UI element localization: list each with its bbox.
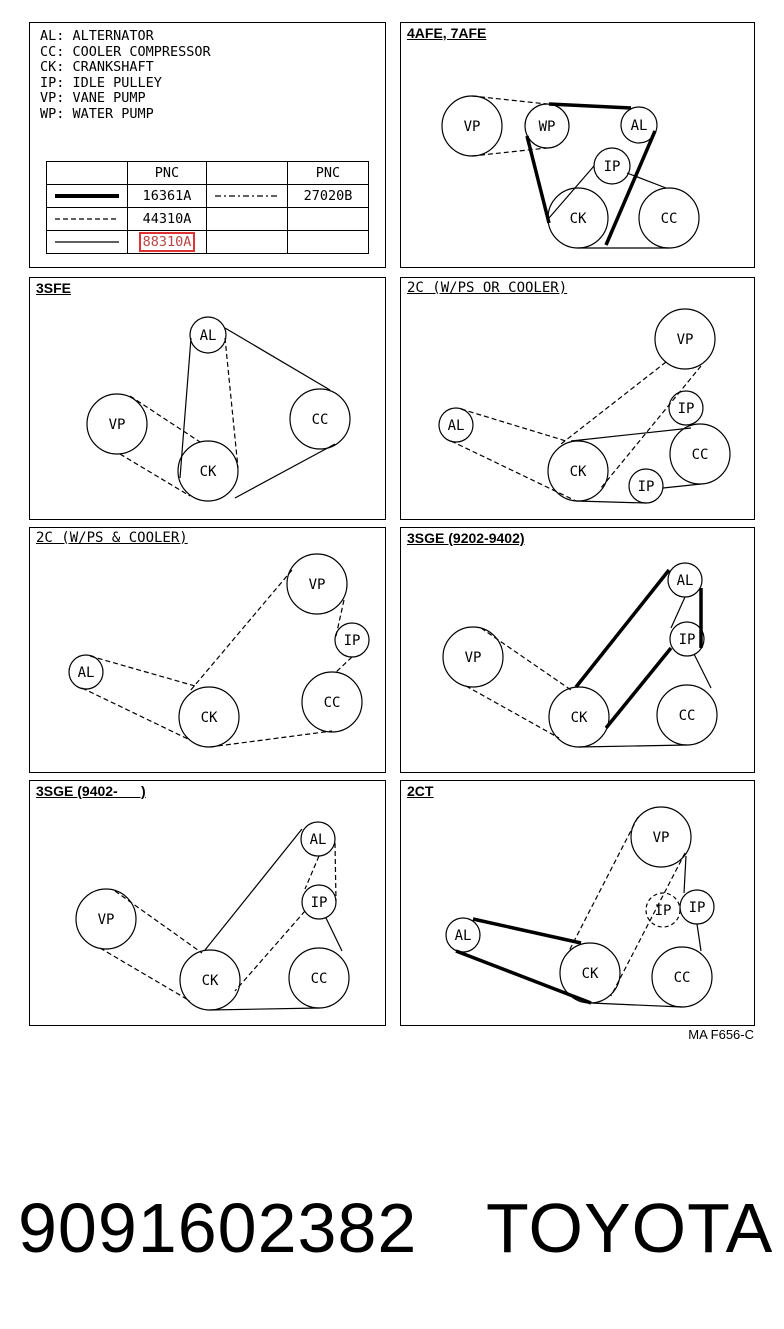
legend-panel: AL: ALTERNATOR CC: COOLER COMPRESSOR CK:… [29,22,386,268]
panel-2ct: 2CT VP IP IP AL CK CC [400,780,755,1026]
pulley-vp: VP [465,650,482,666]
panel-title: 2C (W/PS OR COOLER) [407,280,568,296]
panel-title: 4AFE, 7AFE [407,25,487,41]
pulley-vp: VP [309,577,326,593]
pulley-al: AL [677,573,694,589]
panel-title: 3SGE (9202-9402) [407,530,525,546]
belt-diagram: VP IP AL CK CC IP [438,308,731,504]
pulley-ck: CK [201,710,218,726]
panel-3sge-9402: 3SGE (9402- ) AL IP VP CK CC [29,780,386,1026]
pulley-ip-upper: IP [678,401,695,417]
pulley-cc: CC [312,412,329,428]
abbr-ck: CK: CRANKSHAFT [40,59,154,76]
panel-3sfe: 3SFE AL VP CK CC [29,277,386,520]
pulley-cc: CC [311,971,328,987]
pulley-wp: WP [539,119,556,135]
pnc-dashdot: 27020B [287,184,369,208]
pulley-al: AL [310,832,327,848]
pulley-ip: IP [679,632,696,648]
pulley-vp: VP [109,417,126,433]
pulley-cc: CC [661,211,678,227]
pulley-ck: CK [570,211,587,227]
belt-diagram: VP IP AL CK CC [68,553,370,748]
brand-name: TOYOTA [486,1189,774,1267]
pulley-ck: CK [200,464,217,480]
pulley-al: AL [455,928,472,944]
pulley-vp: VP [677,332,694,348]
thick-line-sample [46,184,128,208]
pulley-al: AL [448,418,465,434]
belt-diagram: AL VP CK CC [86,316,351,502]
pnc-table: PNC PNC 16361A 27020B 44310A 88310A [46,161,369,254]
pulley-cc: CC [674,970,691,986]
abbr-al: AL: ALTERNATOR [40,28,154,44]
pulley-ip: IP [344,633,361,649]
pnc-header-2: PNC [287,161,369,185]
panel-2c-ps-or-cooler: 2C (W/PS OR COOLER) VP IP AL CK CC IP [400,277,755,520]
panel-4afe-7afe: 4AFE, 7AFE VP WP AL IP CK CC [400,22,755,268]
panel-title: 3SGE (9402- ) [36,783,146,799]
pulley-ck: CK [582,966,599,982]
panel-3sge-9202-9402: 3SGE (9202-9402) AL IP VP CK CC [400,527,755,773]
pnc-thin: 88310A [127,230,207,254]
pulley-vp: VP [464,119,481,135]
abbr-wp: WP: WATER PUMP [40,105,154,122]
pulley-cc: CC [692,447,709,463]
abbr-cc: CC: COOLER COMPRESSOR [40,43,211,60]
panel-2c-ps-and-cooler: 2C (W/PS & COOLER) VP IP AL CK CC [29,527,386,773]
figure-code: MA F656-C [688,1027,754,1042]
pnc-thin-highlight: 88310A [138,232,196,252]
abbr-vp: VP: VANE PUMP [40,90,146,107]
pulley-ck: CK [202,973,219,989]
thin-line-sample [46,230,128,254]
panel-title: 2C (W/PS & COOLER) [36,530,188,546]
pnc-header: PNC [127,161,207,185]
pulley-ck: CK [570,464,587,480]
pnc-thick: 16361A [127,184,207,208]
part-number: 9091602382 [18,1189,418,1267]
abbr-ip: IP: IDLE PULLEY [40,74,162,91]
pulley-al: AL [78,665,95,681]
pulley-vp: VP [98,912,115,928]
pulley-vp: VP [653,830,670,846]
pulley-ip: IP [311,895,328,911]
pulley-ip-dashed: IP [655,903,672,919]
belt-diagram: VP WP AL IP CK CC [441,95,700,249]
pulley-ck: CK [571,710,588,726]
pulley-cc: CC [679,708,696,724]
pnc-dashed: 44310A [127,207,207,231]
pulley-ip: IP [604,159,621,175]
belt-diagram: VP IP IP AL CK CC [445,806,715,1008]
abbreviation-list: AL: ALTERNATOR CC: COOLER COMPRESSOR CK:… [40,28,211,123]
pulley-ip-lower: IP [638,479,655,495]
pulley-ip: IP [689,900,706,916]
panel-title: 2CT [407,783,434,799]
pulley-al: AL [631,118,648,134]
belt-diagram: AL IP VP CK CC [442,562,718,748]
dashdot-line-sample [206,184,288,208]
pulley-cc: CC [324,695,341,711]
panel-title: 3SFE [36,280,72,296]
dashed-line-sample [46,207,128,231]
pulley-al: AL [200,328,217,344]
belt-diagram: AL IP VP CK CC [75,821,350,1011]
